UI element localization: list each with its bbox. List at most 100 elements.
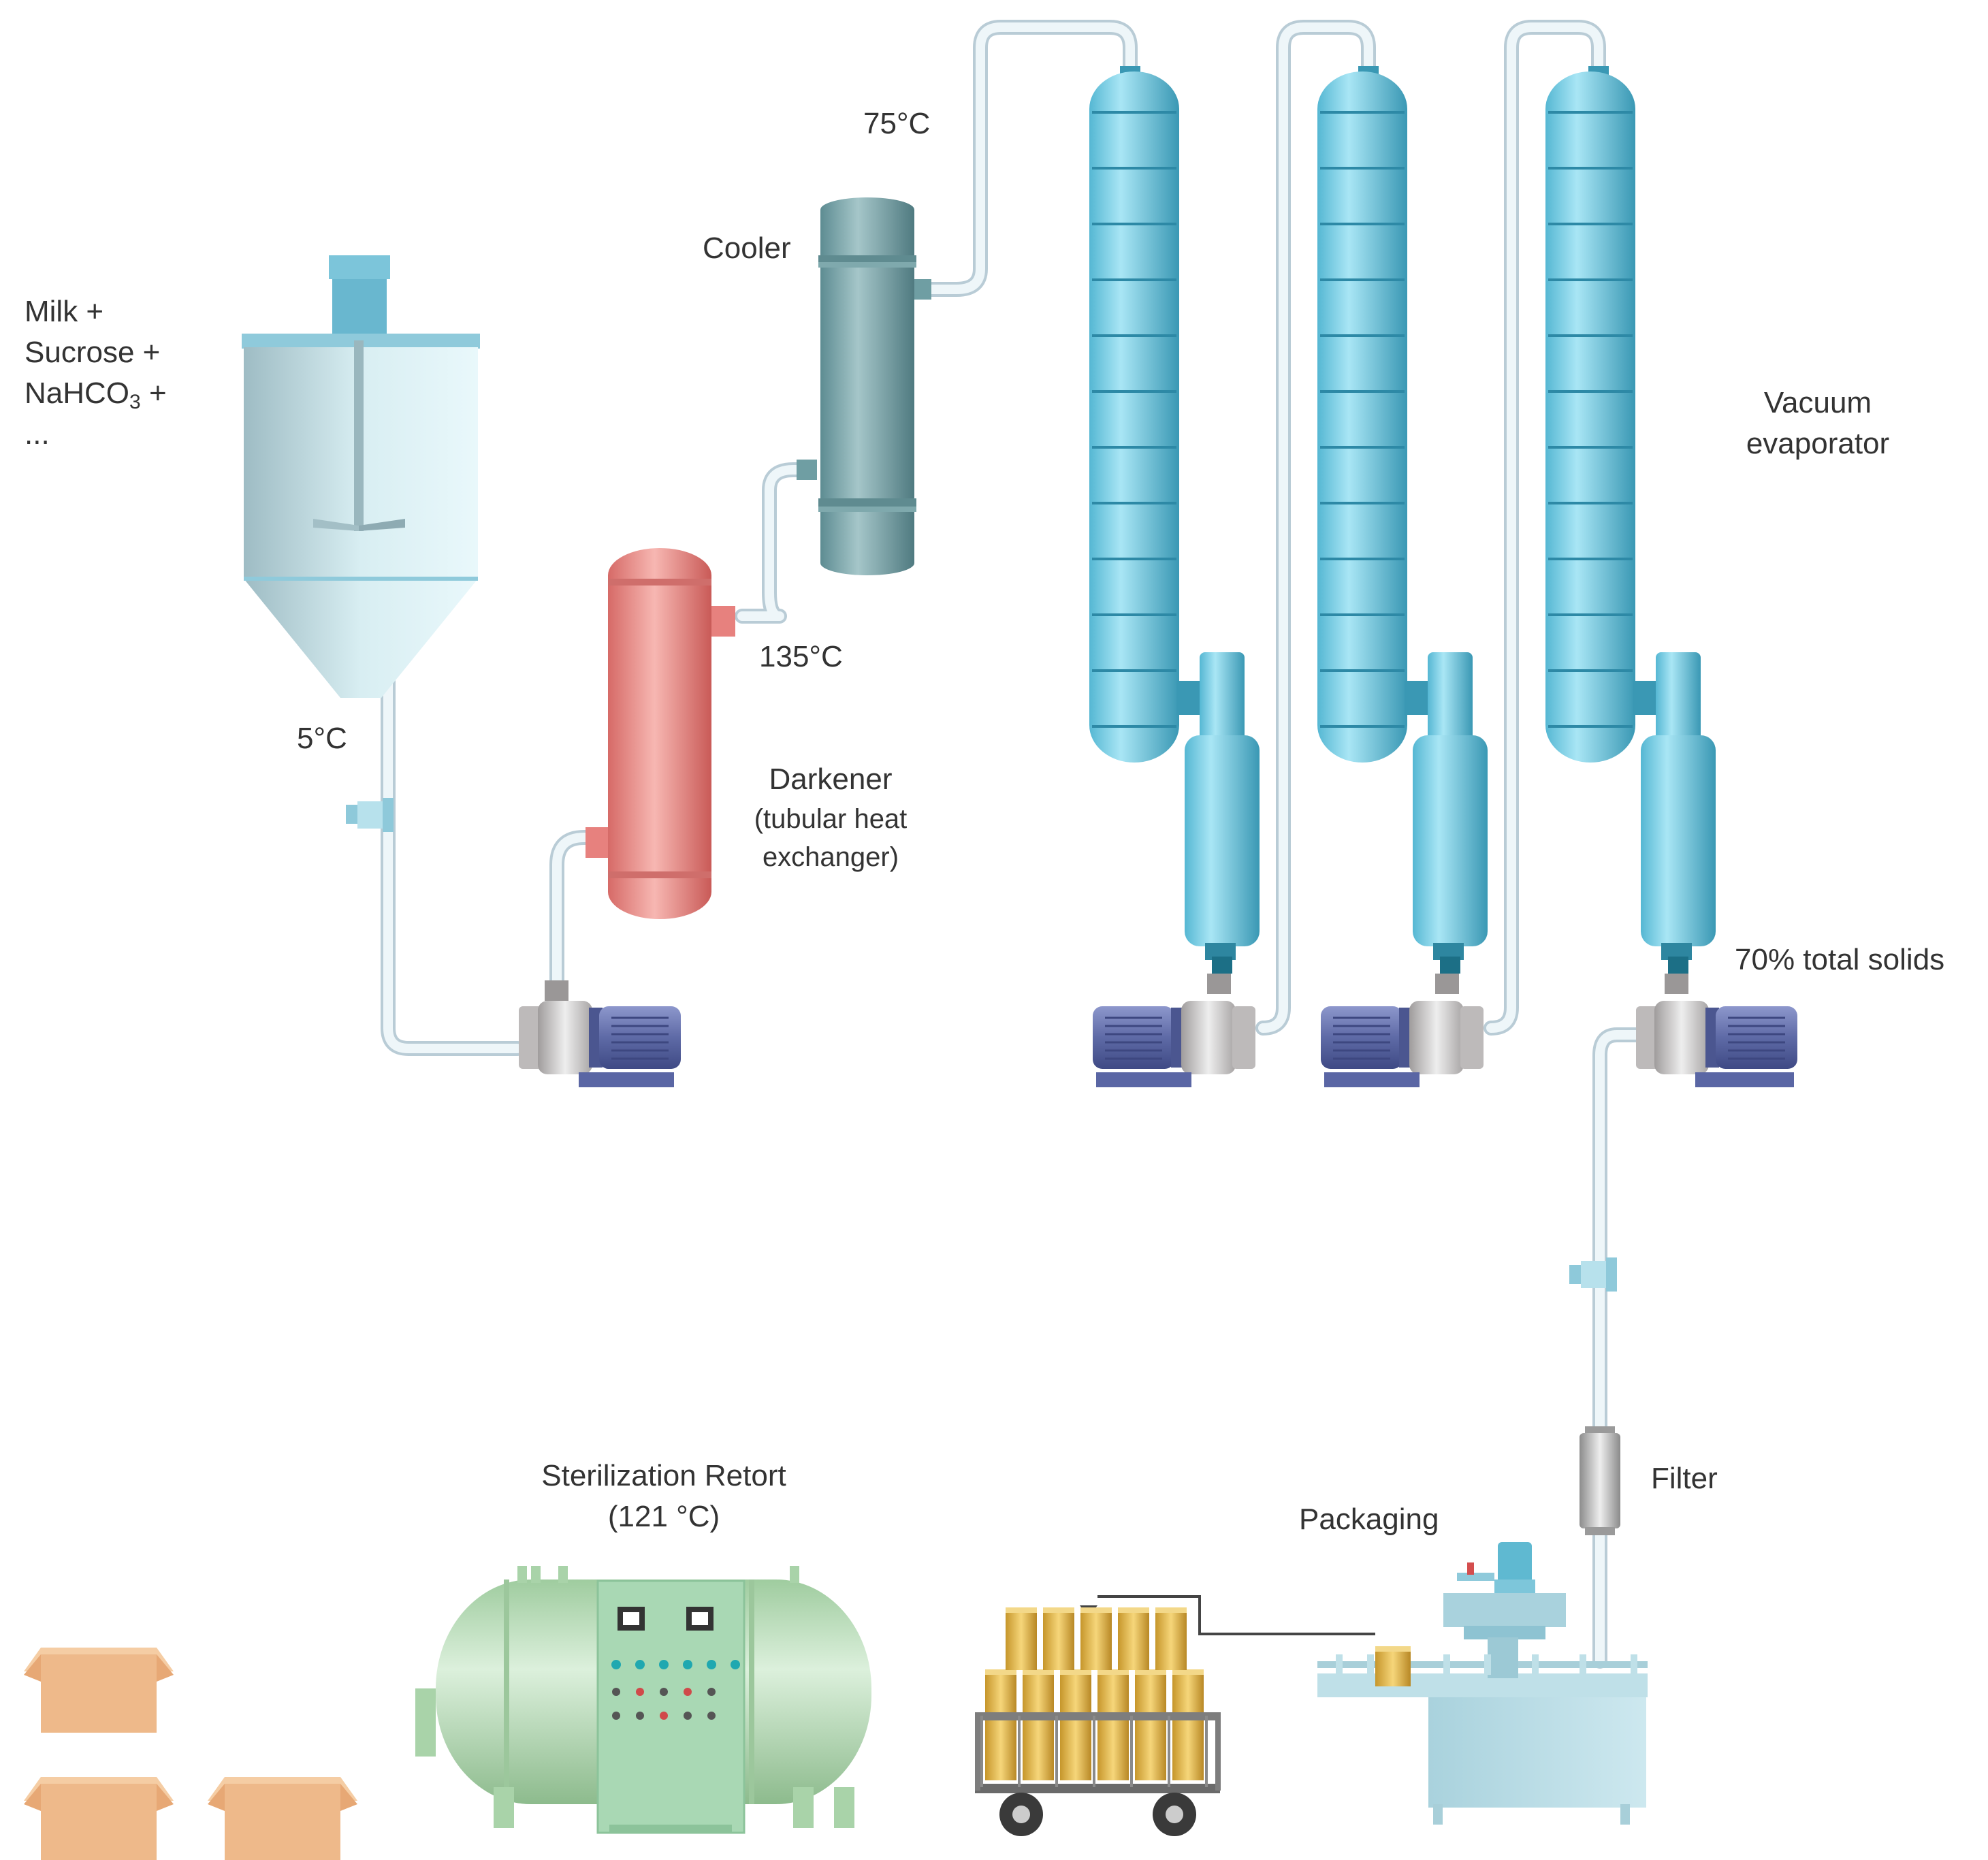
can-lid: [985, 1669, 1016, 1675]
indicator-light: [683, 1660, 692, 1669]
filter-label: Filter: [1651, 1462, 1718, 1495]
rail-post: [1484, 1654, 1491, 1675]
pump-1: [519, 980, 681, 1087]
feed-line-3: NaHCO3 +: [25, 376, 167, 413]
rail-post: [1580, 1654, 1586, 1675]
machine-rail-posts: [1336, 1654, 1637, 1675]
cart-bar: [1168, 1716, 1170, 1787]
can-icon: [1043, 1610, 1074, 1670]
retort-label: Sterilization Retort (121 °C): [487, 1456, 841, 1537]
panel-button: [612, 1688, 620, 1696]
evaporator-stage-3: [1545, 66, 1716, 974]
can-lid: [1155, 1607, 1187, 1613]
filling-machine-icon: [1317, 1542, 1648, 1825]
can-icon: [1023, 1671, 1054, 1780]
can-icon: [1060, 1671, 1091, 1780]
pump-4: [1636, 974, 1797, 1087]
temperature-135-label: 135°C: [759, 640, 843, 673]
retort-label-line-2: (121 °C): [607, 1500, 720, 1533]
panel-button: [707, 1712, 716, 1720]
temperature-5-label: 5°C: [297, 722, 347, 755]
cart-icon: [975, 1607, 1221, 1836]
rail-post: [1532, 1654, 1539, 1675]
cart-bar: [1130, 1716, 1133, 1787]
box-icon-2: [24, 1777, 174, 1860]
can-icon: [985, 1671, 1016, 1780]
indicator-light: [659, 1660, 669, 1669]
can-lid: [1080, 1607, 1112, 1613]
can-icon: [1097, 1671, 1129, 1780]
box-icon-3: [208, 1777, 357, 1860]
cooler-icon: [797, 197, 931, 575]
cooler-label: Cooler: [703, 231, 791, 265]
valve-icon-2: [1569, 1257, 1617, 1292]
can-stack: [985, 1607, 1204, 1780]
panel-button: [707, 1688, 716, 1696]
pipe-network: [381, 20, 1652, 1669]
agitator-icon: [313, 340, 405, 531]
cart-bar: [1205, 1716, 1208, 1787]
evaporator-stage-2: [1317, 66, 1488, 974]
darkener-subtitle-2: exchanger): [762, 842, 899, 872]
feed-line-2: Sucrose +: [25, 336, 161, 369]
darkener-label: Darkener (tubular heat exchanger): [722, 759, 940, 876]
rail-post: [1631, 1654, 1637, 1675]
rail-post: [1367, 1654, 1374, 1675]
rail-post: [1336, 1654, 1343, 1675]
can-icon: [1080, 1610, 1112, 1670]
evaporator-label-line-1: Vacuum: [1763, 386, 1872, 419]
feed-line-1: Milk +: [25, 295, 104, 328]
can-lid: [1006, 1607, 1037, 1613]
can-lid: [1172, 1669, 1204, 1675]
panel-button: [660, 1712, 668, 1720]
heat-exchanger-icon: [586, 548, 735, 919]
evaporator-stage-1: [1089, 66, 1260, 974]
evaporator-rings: [1092, 111, 1633, 728]
cart-bar: [1018, 1716, 1021, 1787]
indicator-light: [611, 1660, 621, 1669]
cart-bar: [980, 1716, 983, 1787]
panel-button: [636, 1712, 644, 1720]
feed-label: Milk + Sucrose + NaHCO3 + ...: [25, 291, 167, 455]
evaporator-label-line-2: evaporator: [1746, 427, 1890, 460]
mixing-tank-icon: [242, 255, 480, 698]
can-lid: [1060, 1669, 1091, 1675]
darkener-subtitle-1: (tubular heat: [754, 804, 908, 834]
can-icon: [1135, 1671, 1166, 1780]
box-icon-1: [24, 1648, 174, 1733]
cart-bar: [1093, 1716, 1095, 1787]
can-lid: [1097, 1669, 1129, 1675]
vacuum-evaporator-label: Vacuum evaporator: [1716, 383, 1920, 464]
can-icon: [1006, 1610, 1037, 1670]
retort-icon: [415, 1566, 871, 1834]
can-icon: [1118, 1610, 1149, 1670]
filter-icon: [1580, 1426, 1620, 1535]
panel-button: [660, 1688, 668, 1696]
motor-fins: [611, 1016, 1785, 1060]
feed-line-4: ...: [25, 417, 50, 451]
panel-button: [684, 1712, 692, 1720]
can-lid: [1043, 1607, 1074, 1613]
can-lid: [1135, 1669, 1166, 1675]
pump-3: [1321, 974, 1484, 1087]
can-icon: [1155, 1610, 1187, 1670]
indicator-light: [707, 1660, 716, 1669]
control-panel-icon: [596, 1580, 746, 1834]
valve-icon: [346, 798, 394, 832]
rail-post: [1443, 1654, 1450, 1675]
panel-button: [636, 1688, 644, 1696]
retort-label-line-1: Sterilization Retort: [541, 1459, 786, 1492]
temperature-75-label: 75°C: [863, 107, 931, 140]
indicator-light: [635, 1660, 645, 1669]
pump-2: [1093, 974, 1255, 1087]
cart-bar: [1055, 1716, 1058, 1787]
indicator-light: [731, 1660, 740, 1669]
panel-button: [612, 1712, 620, 1720]
darkener-title: Darkener: [769, 763, 893, 796]
total-solids-label: 70% total solids: [1735, 943, 1945, 976]
can-lid: [1023, 1669, 1054, 1675]
can-lid: [1118, 1607, 1149, 1613]
packaging-label: Packaging: [1299, 1503, 1439, 1536]
